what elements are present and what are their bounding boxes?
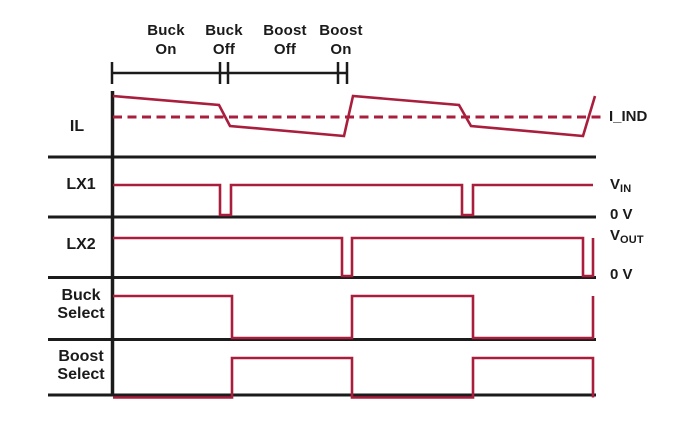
phase-label-line: Boost	[263, 22, 307, 39]
row-label-buck-select: Buck Select	[44, 287, 118, 323]
row-label-il: IL	[69, 118, 85, 135]
row-label-line: Select	[57, 305, 105, 322]
annotation-vout: VOUT	[610, 227, 644, 246]
row-label-line: Select	[57, 366, 105, 383]
vout-subscript: OUT	[620, 234, 644, 246]
annotation-zero-v-lx2: 0 V	[610, 266, 633, 283]
waveform-lx1	[113, 183, 593, 217]
annotation-i-ind: I_IND	[609, 108, 648, 125]
phase-label-line: On	[330, 41, 352, 58]
row-label-line: Buck	[61, 287, 101, 304]
annotation-vin: VIN	[610, 176, 631, 195]
phase-label-line: On	[155, 41, 177, 58]
phase-label-buck-off: Buck Off	[205, 21, 242, 59]
phase-label-line: Buck	[205, 22, 243, 39]
row-label-boost-select: Boost Select	[44, 348, 118, 384]
phase-label-line: Boost	[319, 22, 363, 39]
waveform-il	[112, 94, 597, 138]
phase-label-line: Buck	[147, 22, 185, 39]
row-label-lx2: LX2	[66, 236, 96, 253]
row-label-lx1: LX1	[66, 176, 96, 193]
vin-subscript: IN	[620, 183, 632, 195]
waveform-boost-select	[113, 356, 595, 399]
vin-symbol: V	[610, 176, 621, 193]
waveform-buck-select	[113, 294, 595, 340]
phase-label-line: Off	[212, 41, 236, 58]
waveform-lx2	[113, 236, 595, 278]
phase-label-buck-on: Buck On	[147, 21, 184, 59]
row-label-line: Boost	[58, 348, 104, 365]
annotation-zero-v-lx1: 0 V	[610, 206, 633, 223]
phase-label-boost-off: Boost Off	[263, 21, 307, 59]
phase-label-boost-on: Boost On	[319, 21, 363, 59]
vout-symbol: V	[610, 227, 621, 244]
phase-label-line: Off	[273, 41, 297, 58]
